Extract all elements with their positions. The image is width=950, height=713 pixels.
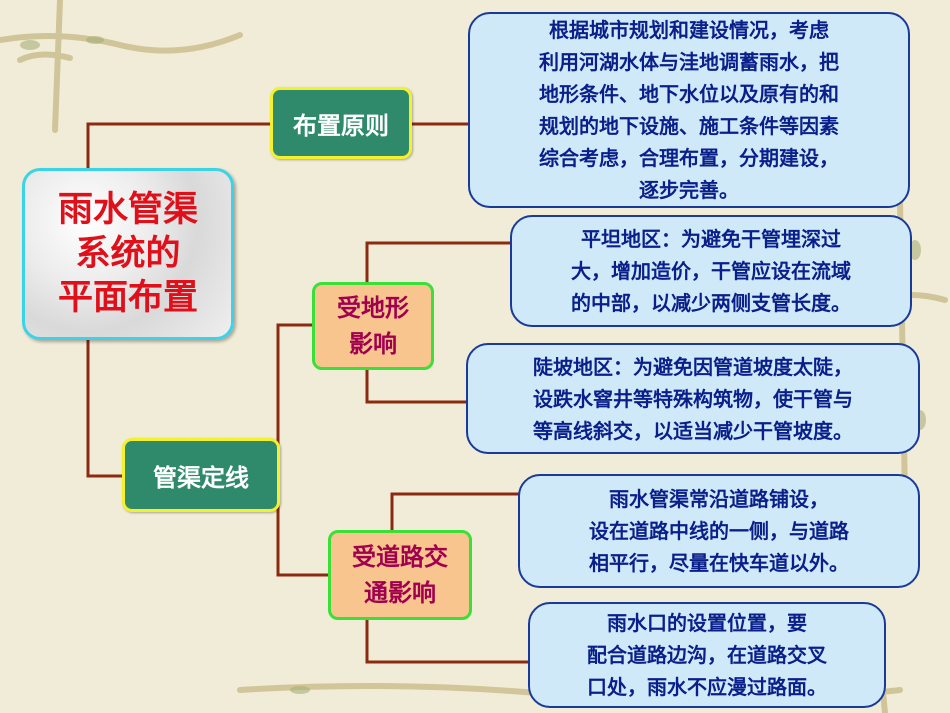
desc-road-inlet-text: 雨水口的设置位置，要 配合道路边沟，在道路交叉 口处，雨水不应漫过路面。 xyxy=(587,611,827,699)
desc-terrain-flat-text: 平坦地区：为避免干管埋深过 大，增加造价，干管应设在流域 的中部，以减少两侧支管… xyxy=(571,227,851,315)
desc-layout-principle-text: 根据城市规划和建设情况，考虑 利用河湖水体与洼地调蓄雨水，把 地形条件、地下水位… xyxy=(539,18,839,202)
node-road: 受道路交 通影响 xyxy=(328,530,472,620)
node-alignment: 管渠定线 xyxy=(122,438,280,512)
node-layout-principle-label: 布置原则 xyxy=(293,111,389,140)
diagram-title-text: 雨水管渠 系统的 平面布置 xyxy=(57,190,198,318)
node-road-label: 受道路交 通影响 xyxy=(352,543,448,607)
node-alignment-label: 管渠定线 xyxy=(153,463,249,492)
desc-road-along: 雨水管渠常沿道路铺设， 设在道路中线的一侧，与道路 相平行，尽量在快车道以外。 xyxy=(518,474,920,588)
node-terrain-label: 受地形 影响 xyxy=(337,294,409,358)
desc-road-along-text: 雨水管渠常沿道路铺设， 设在道路中线的一侧，与道路 相平行，尽量在快车道以外。 xyxy=(589,487,849,575)
desc-road-inlet: 雨水口的设置位置，要 配合道路边沟，在道路交叉 口处，雨水不应漫过路面。 xyxy=(528,602,886,708)
desc-terrain-steep: 陡坡地区：为避免因管道坡度太陡， 设跌水窨井等特殊构筑物，使干管与 等高线斜交，… xyxy=(466,343,920,454)
desc-layout-principle: 根据城市规划和建设情况，考虑 利用河湖水体与洼地调蓄雨水，把 地形条件、地下水位… xyxy=(468,12,910,208)
desc-terrain-flat: 平坦地区：为避免干管埋深过 大，增加造价，干管应设在流域 的中部，以减少两侧支管… xyxy=(510,215,912,327)
node-layout-principle: 布置原则 xyxy=(270,87,412,159)
diagram-title: 雨水管渠 系统的 平面布置 xyxy=(22,168,234,340)
node-terrain: 受地形 影响 xyxy=(312,282,434,370)
desc-terrain-steep-text: 陡坡地区：为避免因管道坡度太陡， 设跌水窨井等特殊构筑物，使干管与 等高线斜交，… xyxy=(533,354,853,443)
